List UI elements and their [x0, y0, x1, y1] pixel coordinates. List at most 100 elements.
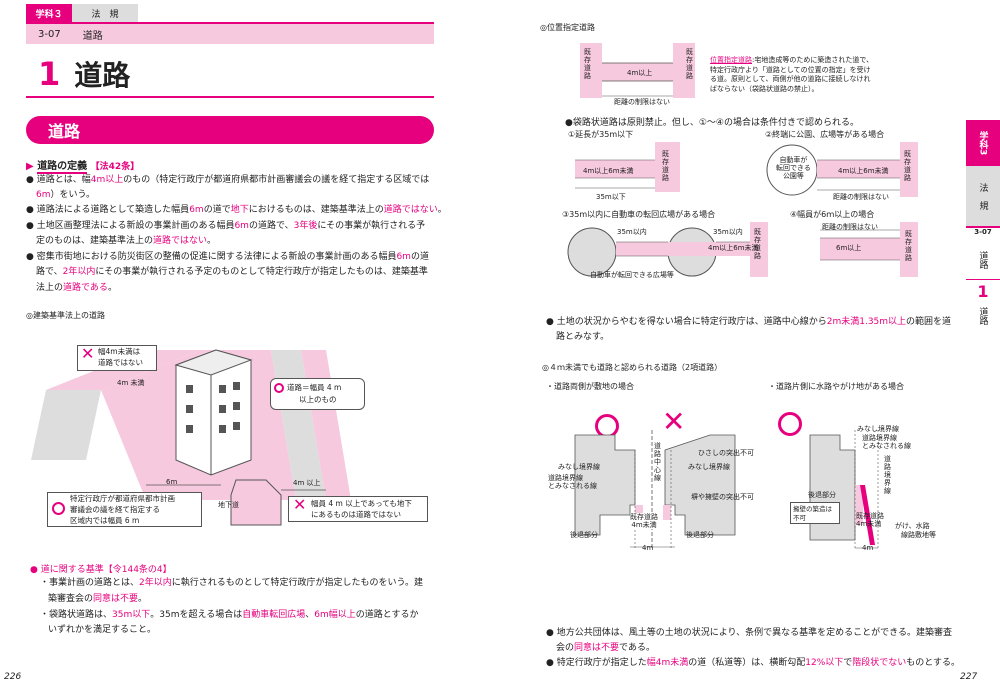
label-plaza: 自動車が転回できる広場等: [590, 271, 674, 279]
o-box-designated: 特定行政庁が都道府県都市計画審議会の議を経て指定する区域内では幅員 6 m: [47, 492, 202, 527]
condition-1-diagram: [575, 142, 680, 192]
label-setback-1: 後退部分: [570, 531, 598, 539]
label-4m-right: 4m: [862, 544, 874, 552]
side-tab-category: 法 規: [966, 166, 1000, 226]
label-4m-over-pos: 4m以上: [627, 69, 653, 77]
def-line-5: 定のものは、建築基準法上の道路ではない。: [36, 236, 217, 246]
def-line-2: 6m）をいう。: [36, 190, 95, 200]
label-4to6-c2: 4m以上6m未満: [838, 167, 889, 175]
chapter-text: 道路: [74, 59, 131, 92]
label-4to6-c1: 4m以上6m未満: [583, 167, 634, 175]
banner-title: 道路: [48, 122, 81, 141]
condition-1: ①延長が35m以下: [568, 130, 634, 139]
center-note-1: ● 土地の状況からやむを得ない場合に特定行政庁は、道路中心線から2m未満1.35…: [546, 317, 952, 327]
label-boundary-left: みなし境界線: [558, 463, 600, 471]
cross-icon-2: ✕: [293, 495, 307, 514]
chapter-title: 1 道路: [26, 52, 434, 98]
definition-ref: 【法42条】: [90, 162, 140, 172]
def-line-4: ● 土地区画整理法による新設の事業計画のある幅員6mの道路で、3年後にその事業が…: [26, 221, 426, 231]
left-diagram-caption: ◎建築基準法上の道路: [26, 311, 105, 320]
label-exist-c2: 既存道路: [904, 150, 911, 182]
circle-ok-icon: [52, 502, 65, 515]
chapter-number: 1: [38, 55, 61, 93]
bottom-line-1: ● 地方公共団体は、風土等の土地の状況により、条例で異なる基準を定めることができ…: [546, 628, 953, 638]
label-4to6-c3: 4m以上6m未満: [708, 244, 759, 252]
side-tab-title: 道路: [966, 240, 1000, 280]
label-road-boundary: 道路境界線: [884, 455, 891, 495]
second-road-left-diagram: [574, 430, 736, 550]
label-35in-2: 35m以内: [713, 228, 743, 236]
label-setback-r: 後退部分: [808, 491, 836, 499]
label-4m-under: 4m 未満: [117, 379, 145, 387]
label-exist-c4: 既存道路: [905, 230, 912, 262]
position-road-diagram: [580, 43, 695, 98]
section-title: 道路: [82, 30, 103, 42]
position-road-caption: ◎位置指定道路: [540, 23, 595, 32]
label-nodist-pos: 距離の制限はない: [614, 98, 670, 106]
label-35in-1: 35m以内: [617, 228, 647, 236]
existing-road-label-2: 既存道路: [686, 48, 693, 80]
definition-heading-text: 道路の定義: [37, 161, 88, 174]
position-road-note: 位置指定道路:宅地造成等のために築造された道で、 特定行政庁より「道路としての位…: [710, 56, 874, 93]
condition-4: ④幅員が6ｍ以上の場合: [790, 210, 875, 219]
road-standard-heading: ● 道に関する基準【令144条の4】: [30, 565, 172, 575]
section-code: 3-07: [38, 28, 61, 40]
def-line-1: ● 道路とは、幅4m以上のもの（特定行政庁が都道府県都市計画審議会の議を経て指定…: [26, 175, 430, 185]
label-setback-2: 後退部分: [686, 531, 714, 539]
label-6m: 6m以上: [836, 244, 862, 252]
condition-3: ③35m以内に自動車の転回広場がある場合: [562, 210, 716, 219]
def-line-3: ● 道路法による道路として築造した幅員6mの道で地下におけるものは、建築基準法上…: [26, 205, 447, 215]
label-cliff: がけ、水路線路敷地等: [895, 522, 936, 539]
definition-heading: ▶ 道路の定義 【法42条】: [26, 161, 140, 174]
label-boundary-note-r: 道路境界線とみなされる線: [862, 434, 911, 450]
existing-road-label-1: 既存道路: [584, 48, 591, 80]
condition-3-diagram: [567, 222, 768, 277]
page-number-left: 226: [4, 672, 22, 682]
check-circle-icon: [274, 383, 284, 393]
label-nodist-c2: 距離の制限はない: [833, 193, 889, 201]
second-road-left-title: ・道路両側が敷地の場合: [546, 382, 634, 391]
cross-icon: ✕: [81, 344, 95, 363]
circle-ok-icon-3: [778, 412, 802, 436]
x-box-narrow: ✕ 幅4m未満は道路ではない: [77, 345, 157, 371]
def-line-8: 法上の道路である。: [36, 283, 117, 293]
condition-2: ②終端に公園、広場等がある場合: [765, 130, 885, 139]
label-6m: 6m: [166, 478, 178, 486]
standard-line-3: ・袋路状道路は、35m以下。35mを超える場合は自動車転回広場、6m幅以上の道路…: [40, 610, 419, 620]
label-wall: 擁壁の築造は不可: [790, 502, 840, 524]
label-boundary-note: 道路境界線とみなされる線: [548, 474, 597, 490]
def-line-6: ● 密集市街地における防災街区の整備の促進に関する法律による新設の事業計画のある…: [26, 252, 429, 262]
bottom-line-2: 会の同意は不要である。: [556, 643, 655, 653]
standard-line-2: 築審査会の同意は不要。: [48, 594, 148, 604]
side-tab-subject: 学科3: [966, 120, 1000, 166]
label-center-line: 道路中心線: [654, 442, 661, 482]
label-boundary-right: みなし境界線: [688, 463, 730, 471]
label-4m-over: 4m 以上: [293, 479, 321, 487]
x-box-underground: ✕ 幅員 4 m 以上であっても地下にあるものは道路ではない: [288, 496, 428, 522]
page-number-right: 227: [960, 672, 978, 682]
dead-end-intro: ●袋路状道路は原則禁止。但し、①〜④の場合は条件付きで認められる。: [565, 118, 859, 128]
def-line-7: 路で、2年以内にその事業が執行される予定のものとして特定行政庁が指定したものは、…: [36, 267, 428, 277]
section-header: 3-07 道路: [26, 24, 434, 44]
subject-tab: 学科３: [26, 4, 72, 22]
category-tab: 法 規: [72, 4, 138, 22]
label-exist-c1: 既存道路: [662, 150, 669, 182]
label-underground: 地下道: [218, 501, 239, 509]
second-road-caption: ◎４ｍ未満でも道路と認められる道路（2項道路）: [542, 363, 723, 372]
condition-2-diagram: [766, 142, 918, 197]
label-4m-left: 4m: [642, 544, 654, 552]
side-tab-code: 3-07: [966, 226, 1000, 240]
center-note-2: 路とみなす。: [556, 332, 610, 342]
label-eave: ひさしの突出不可: [698, 449, 754, 457]
standard-line-4: いずれかを満足すること。: [48, 625, 157, 635]
banner: 道路: [26, 116, 434, 144]
label-park: 自動車が転回できる公園等: [776, 156, 811, 180]
label-nodist-c4: 距離の制限はない: [822, 223, 878, 231]
side-tab-number: 1: [977, 282, 989, 301]
condition-4-diagram: [820, 222, 918, 277]
standard-line-1: ・事業計画の道路とは、2年以内に執行されるものとして特定行政庁が指定したものをい…: [40, 578, 423, 588]
cross-icon-3: ✕: [662, 405, 686, 438]
